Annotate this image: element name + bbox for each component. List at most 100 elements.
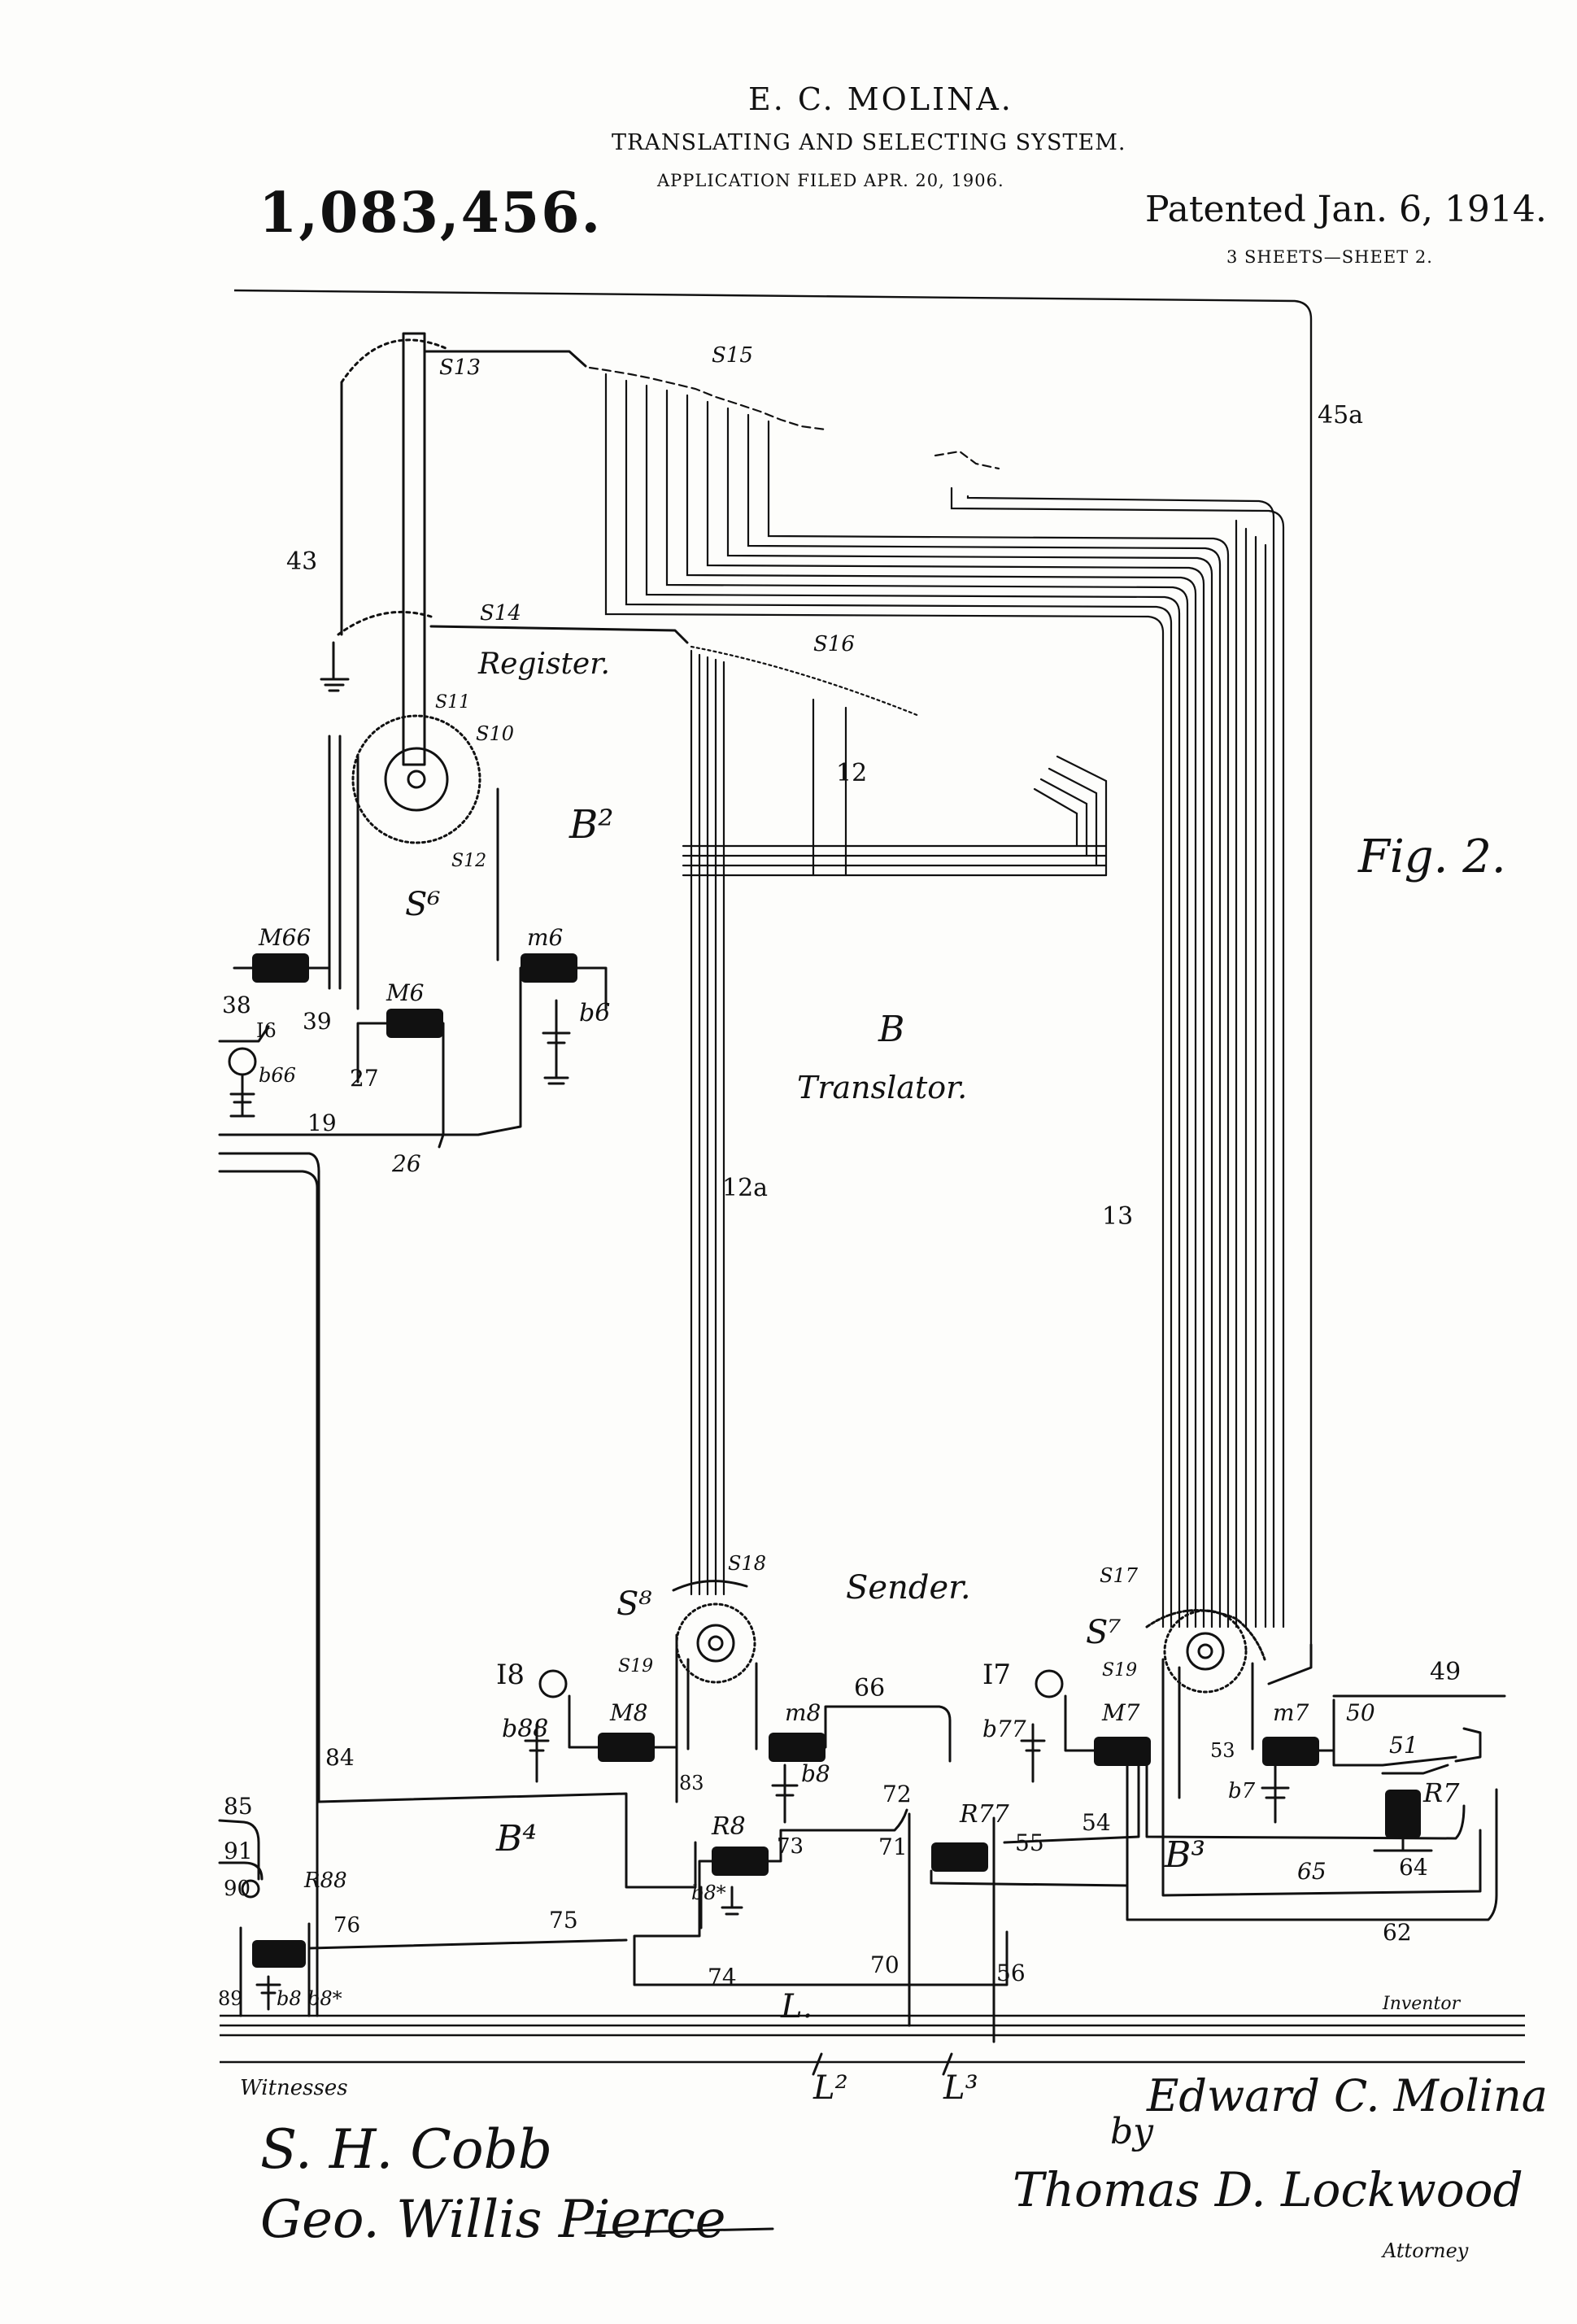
ref-I8: I8 [496, 1659, 525, 1691]
section-translator-letter: B [878, 1009, 904, 1050]
left-circuit-b4 [218, 1170, 628, 2017]
witnesses-label: Witnesses [240, 2076, 348, 2100]
ref-m7: m7 [1273, 1699, 1309, 1726]
ref-53: 53 [1210, 1739, 1235, 1762]
register-b2 [218, 332, 689, 1803]
ref-s17: S17 [1100, 1564, 1139, 1587]
sender-s7 [1020, 1609, 1506, 1921]
patent-title: TRANSLATING AND SELECTING SYSTEM. [612, 130, 1126, 155]
ref-R8: R8 [711, 1812, 746, 1841]
section-translator: Translator. [797, 1070, 967, 1105]
ref-s6: S⁶ [405, 886, 440, 923]
ref-12: 12 [836, 759, 867, 787]
ref-b66: b66 [259, 1064, 296, 1087]
ref-70: 70 [870, 1951, 900, 1978]
ref-s16: S16 [813, 632, 855, 656]
attorney-signature: Thomas D. Lockwood [1013, 2162, 1523, 2217]
ref-27: 27 [350, 1065, 379, 1092]
ref-85: 85 [224, 1793, 253, 1820]
ref-56: 56 [996, 1960, 1026, 1986]
ref-b77: b77 [982, 1716, 1026, 1742]
ref-L3: L³ [943, 2069, 978, 2107]
ref-I6: I6 [256, 1019, 277, 1042]
ref-84: 84 [325, 1744, 355, 1771]
ref-90: 90 [224, 1877, 250, 1901]
witness-2-signature: Geo. Willis Pierce [260, 2190, 726, 2250]
ref-76: 76 [333, 1913, 360, 1938]
ref-s15: S15 [712, 343, 753, 368]
ref-M7: M7 [1101, 1699, 1140, 1726]
ref-R88: R88 [303, 1868, 347, 1893]
ref-83: 83 [679, 1772, 704, 1794]
by-label: by [1110, 2111, 1154, 2152]
patented-date: Patented Jan. 6, 1914. [1145, 189, 1547, 230]
ref-M8: M8 [609, 1699, 647, 1726]
ref-54: 54 [1082, 1809, 1111, 1836]
section-sender: Sender. [846, 1569, 971, 1607]
ref-R7: R7 [1422, 1777, 1460, 1808]
ref-s11: S11 [435, 692, 470, 713]
ref-73: 73 [777, 1834, 804, 1859]
ref-s14: S14 [480, 601, 521, 626]
ref-M66: M66 [258, 924, 311, 951]
ref-43: 43 [286, 547, 317, 576]
ref-55: 55 [1015, 1829, 1044, 1856]
line-busses [220, 2014, 1525, 2076]
section-register: Register. [477, 647, 610, 681]
attorney-label: Attorney [1381, 2239, 1469, 2262]
ref-b3: B³ [1164, 1834, 1205, 1876]
ref-m8: m8 [785, 1699, 821, 1726]
section-b2: B² [569, 802, 614, 848]
sheet-count: 3 SHEETS—SHEET 2. [1226, 247, 1433, 267]
ref-m6-small: m6 [527, 924, 563, 951]
ref-65: 65 [1297, 1858, 1327, 1885]
ref-75: 75 [549, 1907, 578, 1934]
ref-89: 89 [218, 1987, 243, 2010]
sender-s8 [317, 1580, 1008, 1986]
ref-b88: b88 [502, 1715, 548, 1743]
ref-13: 13 [1102, 1202, 1133, 1231]
ref-66: 66 [854, 1674, 885, 1703]
ref-s18: S18 [728, 1552, 766, 1575]
ref-b8x-upper: b8* [691, 1881, 726, 1904]
ref-L: L. [780, 1988, 812, 2025]
ref-s13: S13 [439, 355, 481, 380]
witness-1-signature: S. H. Cobb [260, 2118, 552, 2181]
ref-M6: M6 [386, 979, 424, 1006]
ref-26: 26 [391, 1150, 421, 1177]
ref-74: 74 [708, 1964, 737, 1990]
ref-b7: b7 [1228, 1779, 1256, 1803]
ref-19: 19 [307, 1110, 337, 1136]
ref-64: 64 [1399, 1854, 1428, 1881]
ref-s10: S10 [476, 722, 514, 745]
reference-labels: S13 S15 45a 43 S14 Register. S16 S11 S10… [218, 343, 1506, 2107]
top-bus-line [233, 289, 1313, 1645]
inventor-signature: Edward C. Molina [1146, 2070, 1548, 2121]
inventor-name: E. C. MOLINA. [748, 81, 1013, 117]
ref-38: 38 [222, 992, 251, 1018]
figure-label: Fig. 2. [1357, 831, 1506, 883]
ref-s12: S12 [451, 851, 486, 871]
ref-49: 49 [1430, 1658, 1461, 1686]
ref-R77: R77 [959, 1800, 1010, 1829]
ref-50: 50 [1346, 1699, 1375, 1726]
ref-39: 39 [303, 1008, 332, 1035]
ref-72: 72 [882, 1781, 912, 1807]
ref-62: 62 [1383, 1919, 1412, 1946]
ref-s19-right: S19 [1102, 1660, 1137, 1681]
filing-date: APPLICATION FILED APR. 20, 1906. [657, 171, 1004, 190]
ref-s8: S⁸ [616, 1585, 651, 1623]
translator-wiring [588, 366, 1285, 1629]
ref-L2: L² [812, 2069, 848, 2107]
ref-I7: I7 [982, 1659, 1011, 1691]
ref-b8-lower: b8 [277, 1987, 302, 2010]
ref-71: 71 [878, 1833, 908, 1860]
inventor-label: Inventor [1382, 1994, 1462, 2014]
ref-45a: 45a [1318, 401, 1363, 429]
patent-number: 1,083,456. [259, 181, 603, 246]
ref-12a: 12a [722, 1174, 768, 1202]
ref-b8x-lower: b8* [307, 1987, 342, 2010]
ref-51: 51 [1389, 1732, 1418, 1759]
